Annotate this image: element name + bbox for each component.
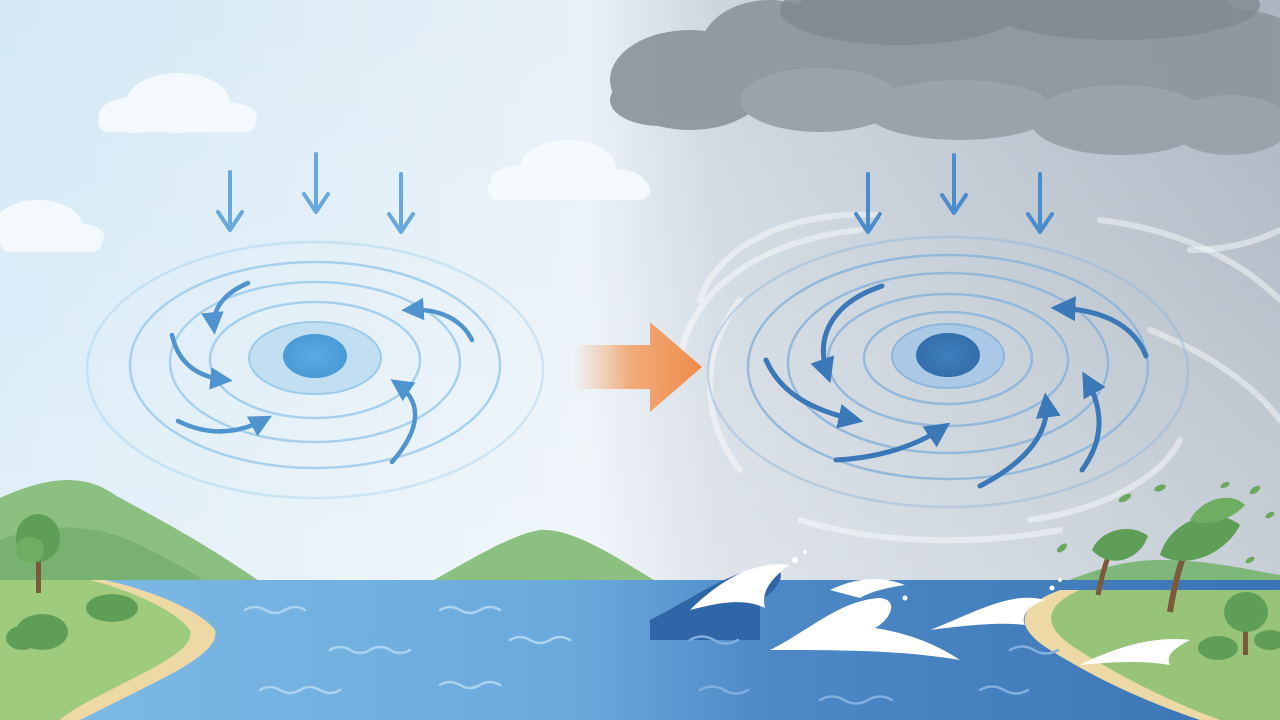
downward-air-arrows <box>216 152 415 234</box>
curved-arrow-icon <box>389 379 418 465</box>
tree-icon <box>1224 592 1268 655</box>
fair-weather-clouds <box>0 73 650 252</box>
curved-arrow-icon <box>1079 371 1106 473</box>
curved-arrow-icon <box>401 297 475 343</box>
curved-arrow-icon <box>175 415 272 437</box>
curved-arrow-icon <box>201 280 251 335</box>
storm-clouds <box>610 0 1280 155</box>
intensification-arrow <box>572 322 702 412</box>
spiral-inflow-arrows <box>169 280 475 465</box>
cyclone-eye <box>283 334 347 378</box>
right-trees <box>1057 481 1280 660</box>
wind-streaks <box>677 211 1280 544</box>
cloud-icon <box>0 200 104 252</box>
tree-icon <box>1160 497 1245 613</box>
downward-air-arrows <box>854 153 1054 234</box>
flying-leaves <box>1057 481 1275 564</box>
curved-arrow-icon <box>169 332 233 390</box>
cloud-icon <box>98 73 257 133</box>
arrow-down-icon <box>387 172 415 234</box>
curved-arrow-icon <box>1050 296 1149 359</box>
arrow-down-icon <box>854 172 882 234</box>
spiral-inflow-arrows <box>763 283 1149 489</box>
arrow-down-icon <box>216 170 244 232</box>
bush-icon <box>6 594 138 650</box>
arrow-down-icon <box>302 152 330 214</box>
curved-arrow-icon <box>763 357 864 429</box>
bush-icon <box>1198 630 1280 660</box>
sea <box>0 580 1280 720</box>
arrow-down-icon <box>940 153 968 215</box>
cloud-icon <box>488 140 650 200</box>
curved-arrow-icon <box>833 422 951 463</box>
tree-icon <box>16 514 60 593</box>
arrow-right-icon <box>572 322 702 412</box>
storm-waves <box>650 550 1190 705</box>
developing-low-pressure-system <box>85 152 545 500</box>
intense-cyclone <box>706 153 1190 509</box>
cyclone-eye <box>916 333 980 377</box>
tree-icon <box>1092 528 1148 596</box>
calm-ripples <box>243 605 572 695</box>
arrow-down-icon <box>1026 172 1054 234</box>
left-trees <box>6 514 138 650</box>
curved-arrow-icon <box>977 392 1061 489</box>
wave-crest-icon <box>690 564 1190 665</box>
curved-arrow-icon <box>810 283 885 384</box>
